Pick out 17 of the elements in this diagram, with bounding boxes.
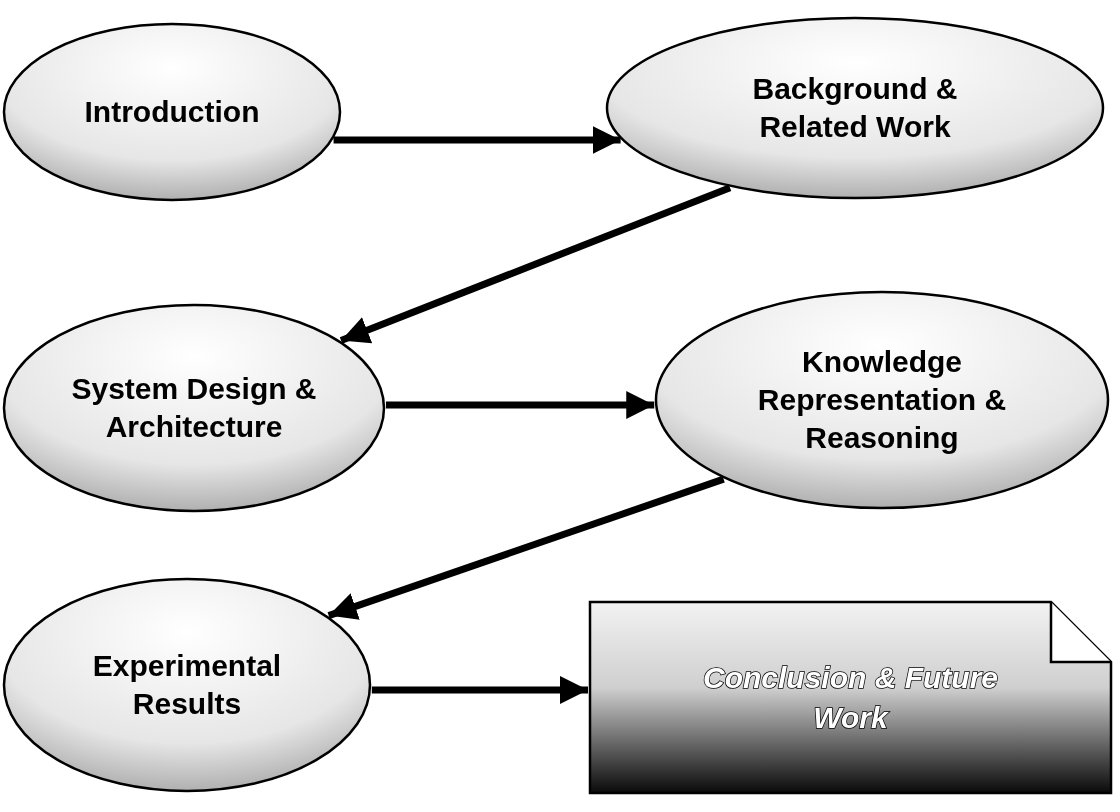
ellipse-node [2, 303, 386, 513]
node-label: Knowledge Representation & Reasoning [756, 344, 1008, 456]
ellipse-node [605, 16, 1105, 200]
node-label: Conclusion & Future Work [702, 659, 999, 736]
ellipse-node [654, 290, 1110, 510]
arrow [327, 475, 725, 620]
document-box [588, 600, 1113, 795]
node-label: Background & Related Work [751, 71, 959, 145]
ellipse-node [2, 22, 342, 202]
node-label: System Design & Architecture [70, 371, 318, 445]
arrow [371, 676, 588, 704]
arrow [333, 126, 621, 154]
ellipse-node [2, 577, 372, 793]
node-label: Introduction [83, 94, 261, 130]
arrow [385, 391, 655, 419]
node-label: Experimental Results [91, 648, 283, 722]
arrow [339, 184, 732, 344]
